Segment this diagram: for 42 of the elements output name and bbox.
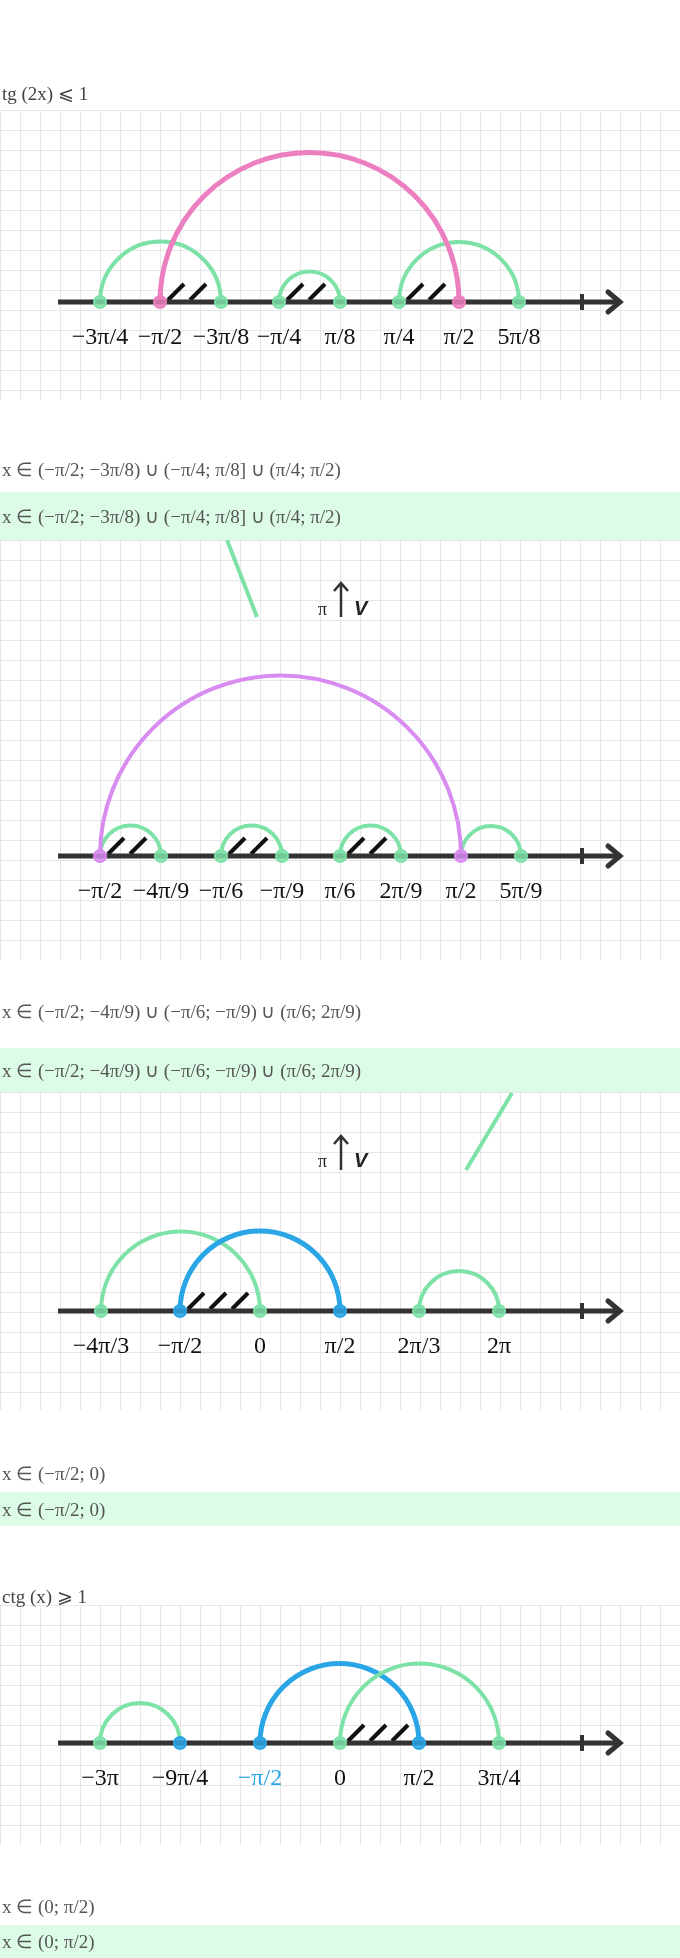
answer-text: x ∈ (−π/2; −3π/8) ∪ (−π/4; π/8] ∪ (π/4; π/2): [1, 504, 341, 528]
tick-label: 0: [254, 1333, 266, 1357]
tick-label: −π/2: [77, 878, 123, 902]
tick-label: π/2: [445, 878, 477, 902]
tick-label: 2π/9: [379, 878, 423, 902]
tick-label: −4π/3: [72, 1333, 130, 1357]
tick-label: 0: [334, 1765, 346, 1789]
tick-label: 5π/9: [499, 878, 543, 902]
letter-label: V: [354, 1150, 368, 1170]
answer-text: x ∈ (−π/2; −4π/9) ∪ (−π/6; −π/9) ∪ (π/6; 2π/9): [1, 1058, 362, 1082]
answer-text: x ∈ (−π/2; −4π/9) ∪ (−π/6; −π/9) ∪ (π/6; 2π/9): [2, 1000, 362, 1023]
tick-label: π/4: [383, 324, 415, 348]
tick-label: −3π/4: [71, 324, 129, 348]
letter-label: V: [354, 598, 368, 618]
answer-text: x ∈ (0; π/2): [1, 1930, 95, 1953]
inequality-heading: ctg (x) ⩾ 1: [2, 1585, 88, 1608]
tick-label: 2π/3: [397, 1333, 441, 1357]
math-symbol: π: [318, 1152, 328, 1170]
tick-label: 3π/4: [477, 1765, 521, 1789]
answer-text: x ∈ (0; π/2): [2, 1895, 95, 1918]
answer-text: x ∈ (−π/2; −3π/8) ∪ (−π/4; π/8] ∪ (π/4; π/2): [2, 458, 341, 481]
tick-label: π/2: [403, 1765, 435, 1789]
tick-label: 2π: [486, 1333, 512, 1357]
inequality-heading: tg (2x) ⩽ 1: [2, 82, 89, 105]
tick-label: −π/2: [157, 1333, 203, 1357]
tick-label: π/2: [443, 324, 475, 348]
tick-label: −π/9: [259, 878, 305, 902]
math-symbol: π: [318, 600, 328, 618]
tick-label: −4π/9: [132, 878, 190, 902]
tick-label: −π/6: [198, 878, 244, 902]
tick-label: −3π/8: [192, 324, 250, 348]
tick-label: −π/4: [256, 324, 302, 348]
tick-label: π/6: [324, 878, 356, 902]
tick-label: −π/2: [237, 1765, 283, 1789]
tick-label: −π/2: [137, 324, 183, 348]
answer-text: x ∈ (−π/2; 0): [2, 1462, 106, 1485]
tick-label: −9π/4: [151, 1765, 209, 1789]
tick-label: −3π: [81, 1765, 119, 1789]
answer-text: x ∈ (−π/2; 0): [1, 1497, 106, 1521]
tick-label: π/2: [324, 1333, 356, 1357]
tick-label: 5π/8: [497, 324, 541, 348]
tick-label: π/8: [324, 324, 356, 348]
